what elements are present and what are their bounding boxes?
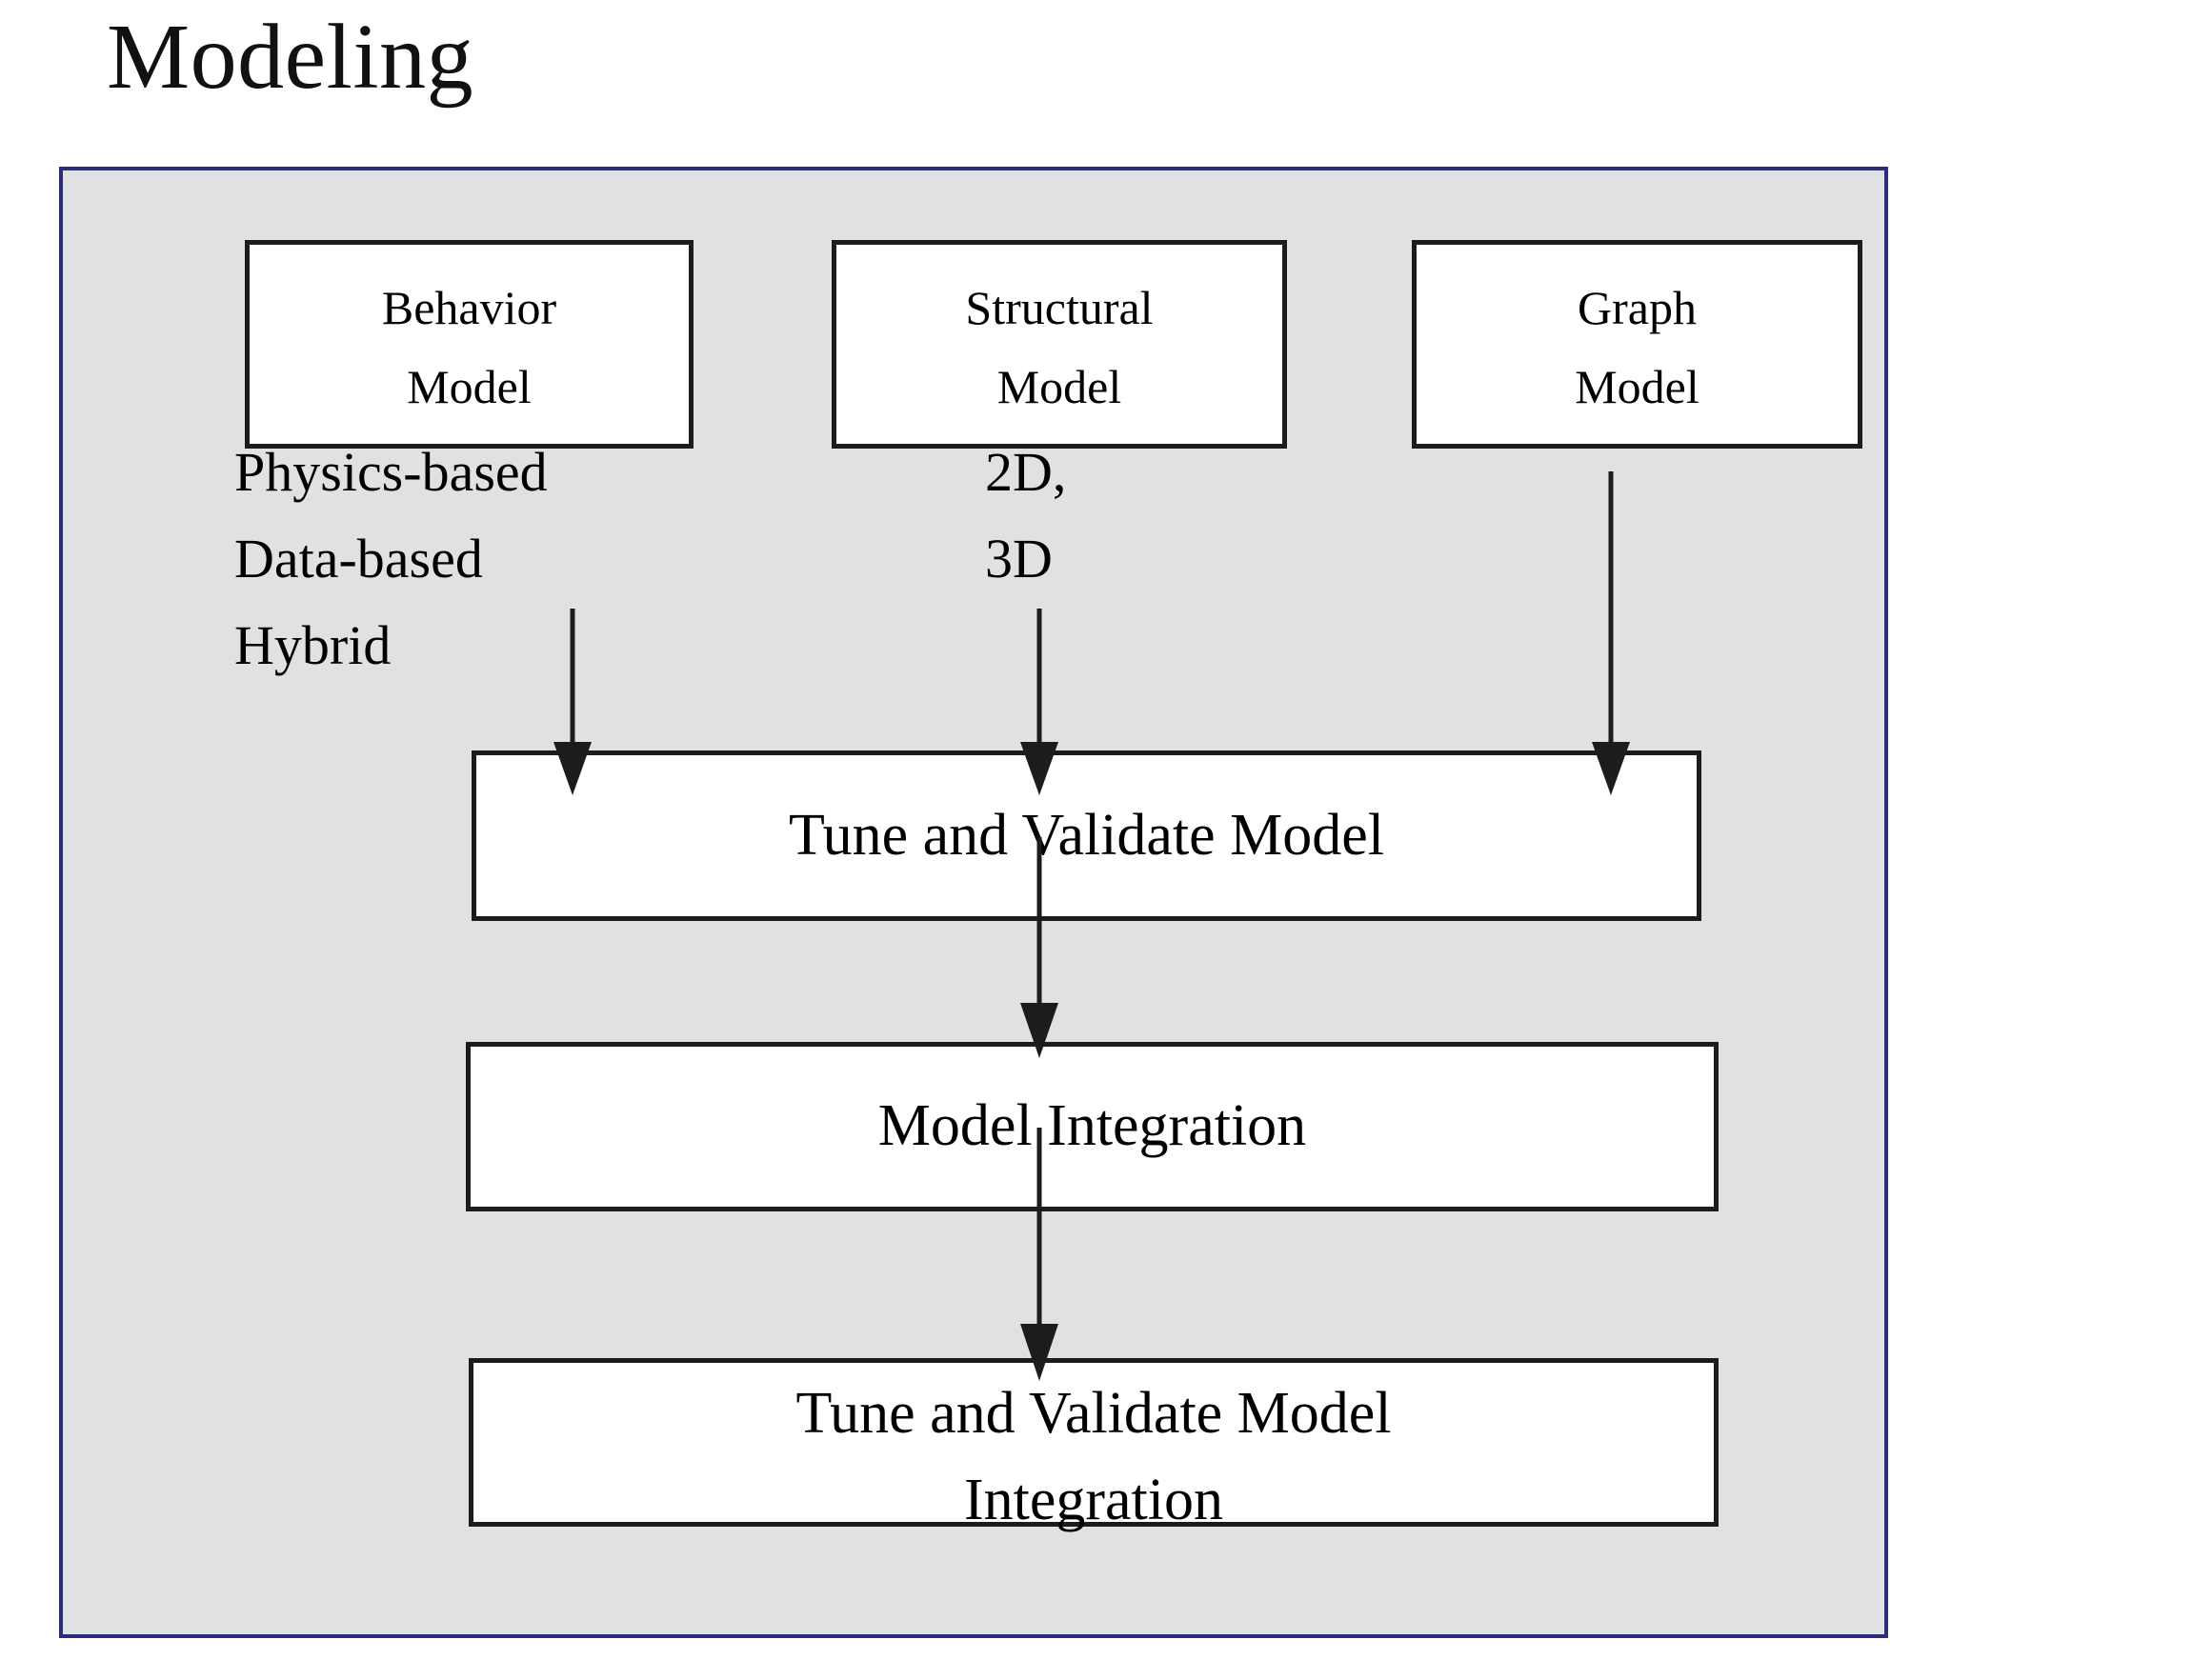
node-behavior-model[interactable]: Behavior Model (245, 240, 694, 449)
node-tune-validate-model-label: Tune and Validate Model (788, 802, 1385, 868)
node-model-integration-label: Model Integration (877, 1093, 1307, 1159)
node-tune-validate-model[interactable]: Tune and Validate Model (472, 750, 1701, 921)
node-tune-validate-integration-line2: Integration (963, 1468, 1223, 1533)
arrow-structural-to-tune-validate (1020, 609, 1058, 795)
node-graph-model[interactable]: Graph Model (1412, 240, 1862, 449)
annotation-structural-model-types: 2D, 3D (985, 445, 1066, 618)
arrow-graph-to-tune-validate (1592, 471, 1630, 795)
node-structural-model[interactable]: Structural Model (832, 240, 1287, 449)
arrow-model-integration-to-tune-validate-integration (1020, 1128, 1058, 1381)
annotation-behavior-model-types: Physics-based Data-based Hybrid (234, 445, 548, 705)
node-graph-model-line1: Graph (1578, 280, 1697, 334)
annotation-hybrid: Hybrid (234, 614, 392, 676)
node-tune-validate-integration[interactable]: Tune and Validate Model Integration (469, 1358, 1719, 1532)
node-model-integration[interactable]: Model Integration (466, 1042, 1719, 1211)
annotation-2d: 2D, (985, 441, 1067, 503)
node-behavior-model-line2: Model (407, 359, 532, 413)
annotation-physics-based: Physics-based (234, 441, 548, 503)
node-structural-model-line1: Structural (965, 280, 1154, 334)
page-title: Modeling (107, 6, 474, 109)
node-structural-model-line2: Model (996, 359, 1122, 413)
annotation-3d: 3D (985, 528, 1053, 590)
arrow-tune-validate-to-model-integration (1020, 837, 1058, 1058)
modeling-panel: Behavior Model Structural Model Graph Mo… (59, 167, 1888, 1638)
node-tune-validate-integration-line1: Tune and Validate Model (795, 1381, 1392, 1446)
annotation-data-based: Data-based (234, 528, 483, 590)
arrow-behavior-to-tune-validate (553, 609, 592, 795)
node-behavior-model-line1: Behavior (381, 280, 557, 334)
node-graph-model-line2: Model (1575, 359, 1699, 413)
